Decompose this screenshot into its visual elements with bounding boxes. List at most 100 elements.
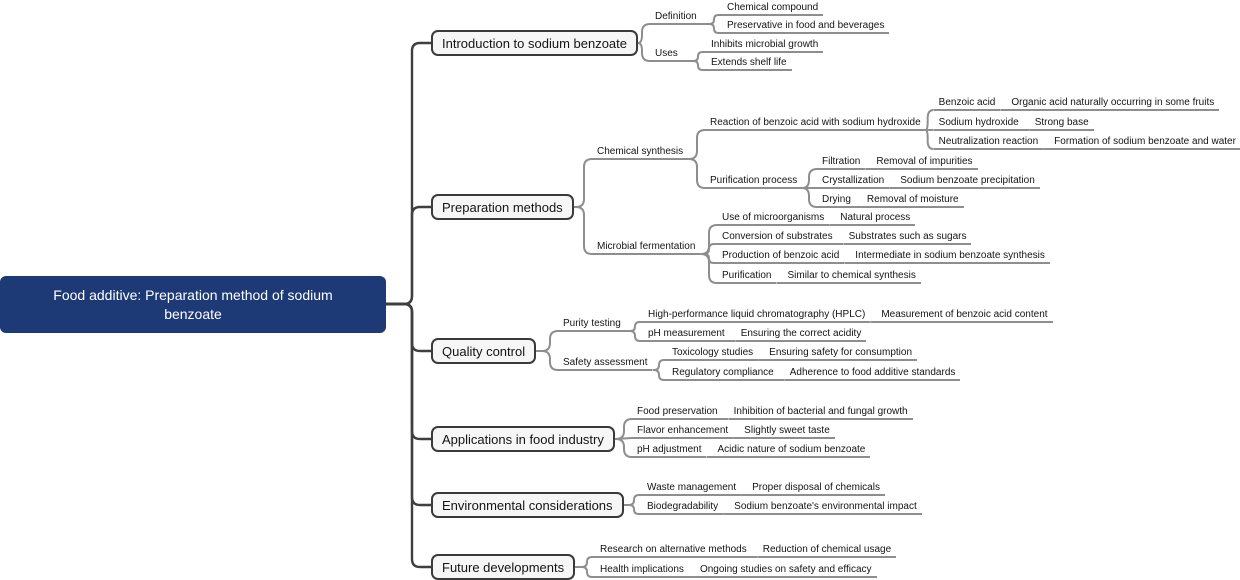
mindmap-node-label[interactable]: Waste management bbox=[642, 482, 742, 496]
mindmap-node-label[interactable]: Reduction of chemical usage bbox=[757, 544, 897, 558]
mindmap-node-label[interactable]: Toxicology studies bbox=[667, 347, 759, 361]
mindmap-node-label[interactable]: Microbial fermentation bbox=[592, 241, 701, 255]
mindmap-node-row: Sodium hydroxide Strong base bbox=[933, 117, 1094, 131]
mindmap-node-label[interactable]: Ensuring safety for consumption bbox=[764, 347, 918, 361]
mindmap-node-label[interactable]: Use of microorganisms bbox=[717, 212, 830, 226]
mindmap-node-row: Definition bbox=[650, 11, 702, 25]
mindmap-node-row: Extends shelf life bbox=[706, 57, 792, 71]
mindmap-node-row: Use of microorganisms Natural process bbox=[717, 212, 916, 226]
mindmap-node-row: Regulatory compliance Adherence to food a… bbox=[667, 367, 961, 381]
mindmap-node-row: Chemical synthesis bbox=[592, 146, 689, 160]
mindmap-node-label[interactable]: Measurement of benzoic acid content bbox=[876, 309, 1053, 323]
mindmap-node-row: Toxicology studies Ensuring safety for co… bbox=[667, 347, 918, 361]
mindmap-node-label[interactable]: Acidic nature of sodium benzoate bbox=[712, 444, 871, 458]
mindmap-node-label[interactable]: Conversion of substrates bbox=[717, 231, 838, 245]
mindmap-node-row: Production of benzoic acid Intermediate i… bbox=[717, 250, 1050, 264]
mindmap-node-label[interactable]: Formation of sodium benzoate and water bbox=[1049, 136, 1240, 150]
mindmap-node-row: pH adjustment Acidic nature of sodium ben… bbox=[632, 444, 871, 458]
mindmap-node-label[interactable]: Regulatory compliance bbox=[667, 367, 779, 381]
mindmap-branch-label: Preparation methods bbox=[442, 199, 563, 215]
mindmap-node-label[interactable]: Biodegradability bbox=[642, 501, 724, 515]
mindmap-node-label[interactable]: Research on alternative methods bbox=[595, 544, 752, 558]
mindmap-link bbox=[925, 129, 934, 150]
mindmap-node-label[interactable]: Similar to chemical synthesis bbox=[782, 270, 921, 284]
mindmap-branch-node[interactable]: Introduction to sodium benzoate bbox=[431, 30, 639, 56]
mindmap-node-label[interactable]: Slightly sweet taste bbox=[739, 425, 835, 439]
mindmap-node-label[interactable]: Production of benzoic acid bbox=[717, 250, 845, 264]
mindmap-link bbox=[688, 158, 706, 189]
mindmap-node-label[interactable]: Definition bbox=[650, 11, 702, 25]
mindmap-branch-node[interactable]: Future developments bbox=[431, 554, 576, 580]
mindmap-node-label[interactable]: pH adjustment bbox=[632, 444, 707, 458]
mindmap-node-row: Flavor enhancement Slightly sweet taste bbox=[632, 425, 835, 439]
mindmap-node-label[interactable]: Preservative in food and beverages bbox=[722, 20, 890, 34]
mindmap-node-label[interactable]: Proper disposal of chemicals bbox=[747, 482, 885, 496]
mindmap-node-label[interactable]: Filtration bbox=[817, 156, 866, 170]
mindmap-node-label[interactable]: Purification bbox=[717, 270, 777, 284]
mindmap-node-label[interactable]: Strong base bbox=[1029, 117, 1094, 131]
mindmap-branch-label: Environmental considerations bbox=[442, 497, 613, 513]
mindmap-node-label[interactable]: Intermediate in sodium benzoate synthesi… bbox=[850, 250, 1050, 264]
mindmap-branch-node[interactable]: Preparation methods bbox=[431, 194, 574, 220]
mindmap-link bbox=[652, 359, 667, 371]
mindmap-link bbox=[575, 556, 595, 568]
mindmap-node-label[interactable]: Chemical synthesis bbox=[592, 146, 689, 160]
mindmap-node-label[interactable]: Sodium benzoate's environmental impact bbox=[729, 501, 922, 515]
mindmap-node-label[interactable]: pH measurement bbox=[643, 328, 730, 342]
mindmap-node-label[interactable]: Ongoing studies on safety and efficacy bbox=[694, 564, 877, 578]
mindmap-node-row: Inhibits microbial growth bbox=[706, 39, 824, 53]
mindmap-trunk-link bbox=[386, 41, 431, 306]
mindmap-node-label[interactable]: Inhibits microbial growth bbox=[706, 39, 824, 53]
mindmap-link bbox=[701, 23, 722, 34]
mindmap-branch-node[interactable]: Quality control bbox=[431, 338, 537, 364]
mindmap-node-row: Health implications Ongoing studies on sa… bbox=[595, 564, 877, 578]
mindmap-node-label[interactable]: Reaction of benzoic acid with sodium hyd… bbox=[705, 117, 926, 131]
mindmap-node-label[interactable]: Removal of impurities bbox=[871, 156, 978, 170]
mindmap-node-row: Food preservation Inhibition of bacterial… bbox=[632, 406, 913, 420]
mindmap-link bbox=[925, 109, 934, 131]
mindmap-branch-node[interactable]: Environmental considerations bbox=[431, 492, 624, 518]
mindmap-node-row: Purification process bbox=[705, 175, 803, 189]
mindmap-node-row: Safety assessment bbox=[558, 357, 653, 371]
mindmap-node-row: Neutralization reaction Formation of sodi… bbox=[933, 136, 1240, 150]
mindmap-node-label[interactable]: Natural process bbox=[835, 212, 916, 226]
mindmap-node-label[interactable]: Sodium benzoate precipitation bbox=[895, 175, 1040, 189]
mindmap-node-label[interactable]: Uses bbox=[650, 48, 683, 62]
mindmap-node-label[interactable]: Purity testing bbox=[558, 318, 626, 332]
mindmap-node-label[interactable]: Benzoic acid bbox=[933, 97, 1001, 111]
mindmap-node-label[interactable]: Organic acid naturally occurring in some… bbox=[1006, 97, 1220, 111]
mindmap-node-label[interactable]: Substrates such as sugars bbox=[843, 231, 972, 245]
mindmap-node-label[interactable]: Sodium hydroxide bbox=[933, 117, 1024, 131]
mindmap-node-label[interactable]: Purification process bbox=[705, 175, 803, 189]
mindmap-node-label[interactable]: Safety assessment bbox=[558, 357, 653, 371]
mindmap-trunk-link bbox=[386, 302, 431, 569]
mindmap-node-label[interactable]: Adherence to food additive standards bbox=[784, 367, 961, 381]
mindmap-branch-node[interactable]: Applications in food industry bbox=[431, 426, 615, 452]
mindmap-node-label[interactable]: Inhibition of bacterial and fungal growt… bbox=[728, 406, 913, 420]
mindmap-node-label[interactable]: Removal of moisture bbox=[861, 194, 964, 208]
mindmap-node-label[interactable]: Crystallization bbox=[817, 175, 890, 189]
mindmap-root-node[interactable]: Food additive: Preparation method of sod… bbox=[0, 276, 386, 333]
mindmap-node-row: Waste management Proper disposal of chemi… bbox=[642, 482, 885, 496]
mindmap-link bbox=[682, 51, 706, 62]
mindmap-node-label[interactable]: Health implications bbox=[595, 564, 689, 578]
mindmap-link bbox=[700, 253, 718, 284]
mindmap-node-label[interactable]: Food preservation bbox=[632, 406, 723, 420]
mindmap-trunk-link bbox=[386, 205, 431, 306]
mindmap-node-row: Filtration Removal of impurities bbox=[817, 156, 978, 170]
mindmap-node-label[interactable]: Neutralization reaction bbox=[933, 136, 1044, 150]
mindmap-root-label: Food additive: Preparation method of sod… bbox=[53, 286, 333, 322]
mindmap-node-label[interactable]: Ensuring the correct acidity bbox=[735, 328, 867, 342]
mindmap-node-label[interactable]: Extends shelf life bbox=[706, 57, 792, 71]
mindmap-node-row: Research on alternative methods Reduction… bbox=[595, 544, 897, 558]
mindmap-node-label[interactable]: High-performance liquid chromatography (… bbox=[643, 309, 871, 323]
mindmap-node-label[interactable]: Drying bbox=[817, 194, 856, 208]
mindmap-link bbox=[536, 350, 559, 371]
mindmap-node-label[interactable]: Flavor enhancement bbox=[632, 425, 734, 439]
mindmap-node-row: pH measurement Ensuring the correct acidi… bbox=[643, 328, 867, 342]
mindmap-trunk-link bbox=[386, 302, 431, 353]
mindmap-node-label[interactable]: Chemical compound bbox=[722, 2, 824, 16]
mindmap-link bbox=[573, 158, 593, 208]
